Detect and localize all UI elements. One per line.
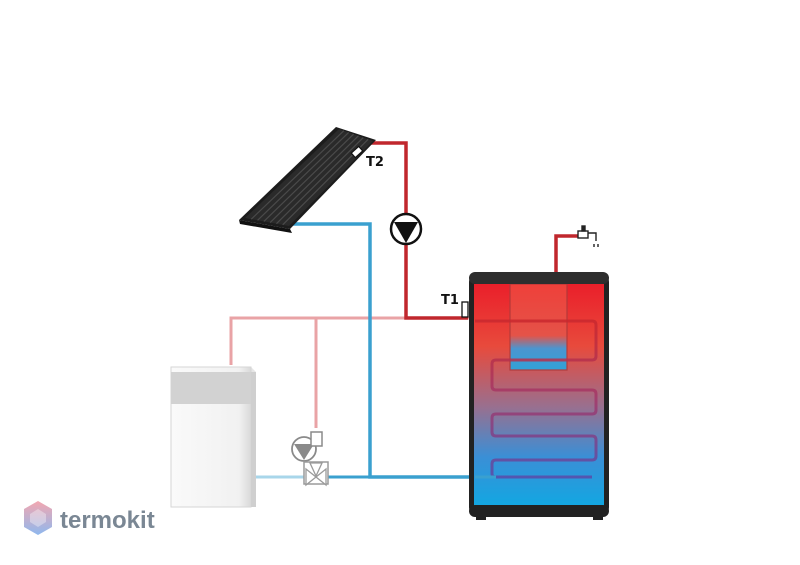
inner-cylinder	[509, 283, 568, 371]
collector-rib	[263, 133, 354, 222]
t1-label: T1	[441, 293, 459, 308]
solar-collector-icon	[239, 127, 376, 233]
brand-logo: termokit	[24, 501, 155, 535]
t2-label: T2	[366, 155, 384, 170]
storage-tank-icon	[461, 272, 609, 520]
collector-rib	[276, 137, 364, 225]
t2-sensor	[350, 145, 364, 159]
pump-icon	[389, 212, 423, 246]
brand-name: termokit	[60, 507, 155, 534]
boiler-panel	[171, 372, 251, 404]
brand-logo-icon	[24, 501, 52, 535]
collector-rib	[250, 130, 345, 220]
solar-cold-pipe	[292, 222, 470, 479]
collector-rib	[269, 135, 359, 223]
hot-water-outlet-pipe	[554, 234, 578, 276]
t1-sensor	[461, 301, 469, 318]
warm-pipe	[229, 316, 470, 365]
boiler-icon	[170, 366, 256, 508]
collector-rib	[257, 131, 350, 221]
mixing-valve-icon	[291, 431, 329, 487]
heating-coil	[475, 319, 598, 479]
tap-icon	[577, 225, 599, 247]
